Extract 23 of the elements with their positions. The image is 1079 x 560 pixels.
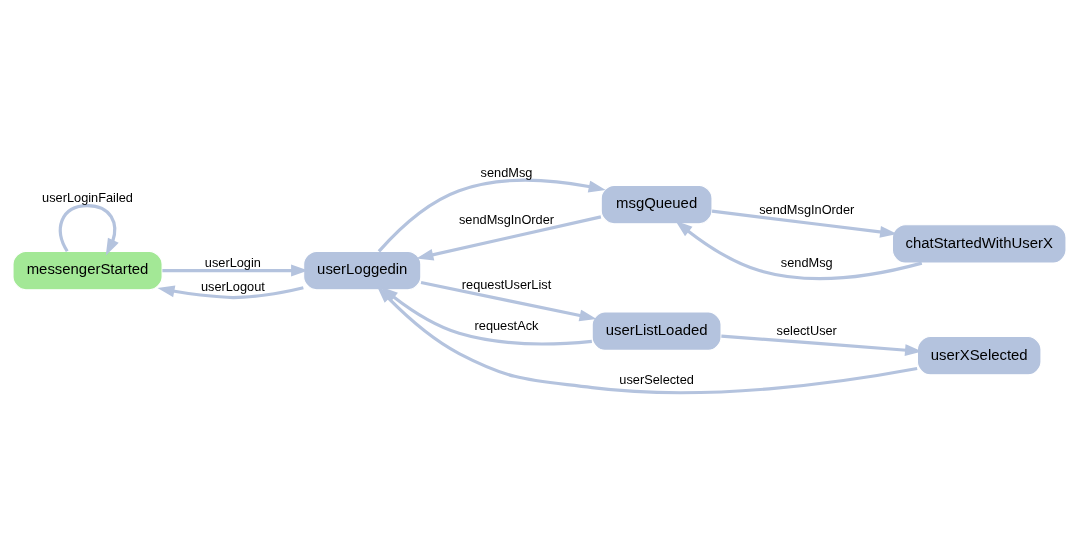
node-box: userListLoaded <box>591 311 722 351</box>
edge-label: userLogout <box>200 279 265 295</box>
node-box: userLoggedin <box>303 250 422 291</box>
node-box: messengerStarted <box>12 250 163 291</box>
edge-label: requestAck <box>474 317 539 333</box>
edge-label: userLogin <box>204 254 261 270</box>
edge-label: requestUserList <box>461 277 552 293</box>
node-box: msgQueued <box>600 184 713 225</box>
edge-label: selectUser <box>776 323 837 339</box>
edge-label: sendMsgInOrder <box>458 212 555 228</box>
edge-label: sendMsg <box>780 254 833 270</box>
node-box: chatStartedWithUserX <box>891 224 1067 264</box>
arrow <box>157 285 304 300</box>
edge-label: sendMsgInOrder <box>759 201 855 217</box>
arrow <box>58 204 119 256</box>
arrow <box>377 178 606 253</box>
node-box: userXSelected <box>916 336 1042 376</box>
arrow <box>675 220 923 280</box>
arrow <box>416 215 602 261</box>
edge-label: sendMsg <box>480 165 533 181</box>
edge-label: userLoginFailed <box>42 189 133 205</box>
edge-label: userSelected <box>619 372 694 388</box>
arrow <box>420 280 597 322</box>
